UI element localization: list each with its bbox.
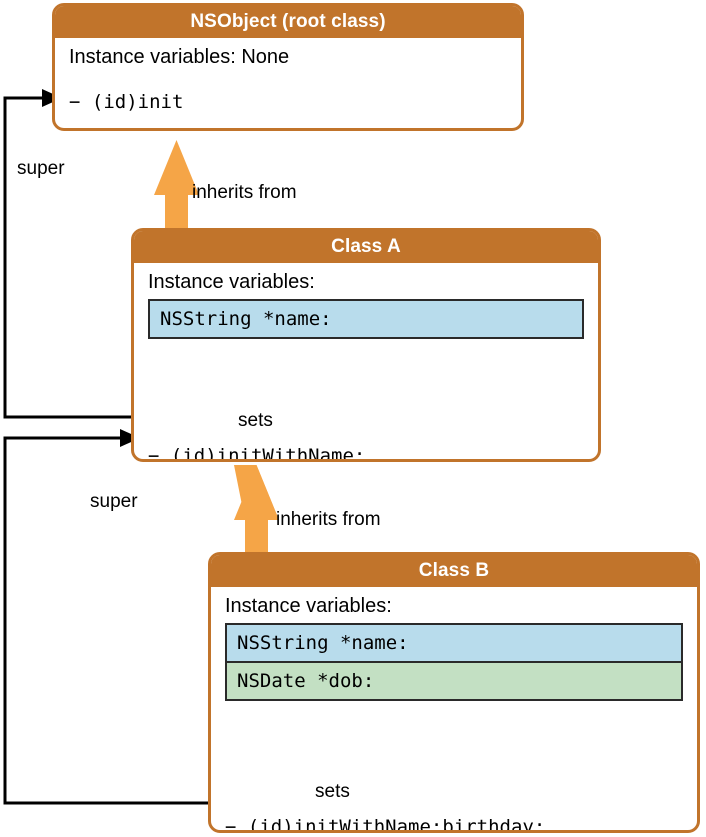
super-connector-a-to-nsobject [3, 89, 138, 419]
method-nsobject-init[interactable]: − (id)init [69, 91, 184, 113]
class-box-class-b[interactable]: Class B Instance variables: NSString *na… [208, 552, 700, 833]
method-class-a-initwithname[interactable]: − (id)initWithName: [148, 445, 366, 462]
ivar-stack-class-a: NSString *name: [148, 299, 584, 339]
ivars-label-nsobject: Instance variables: None [69, 46, 290, 68]
edge-label-inherits-b-to-a: inherits from [276, 509, 381, 530]
ivar-row-class-b-name[interactable]: NSString *name: [227, 625, 681, 661]
method-class-b-initwithnamebirthday[interactable]: − (id)initWithName:birthday: [225, 816, 546, 833]
sets-label-class-b: sets [315, 781, 350, 802]
edge-label-inherits-a-to-nsobject: inherits from [192, 182, 297, 203]
ivars-label-class-b: Instance variables: [225, 595, 392, 617]
sets-label-class-a: sets [238, 410, 273, 431]
class-body-class-b: Instance variables: NSString *name: NSDa… [211, 587, 697, 830]
ivars-label-class-a: Instance variables: [148, 271, 315, 293]
class-body-class-a: Instance variables: NSString *name: sets… [134, 263, 598, 459]
class-box-nsobject[interactable]: NSObject (root class) Instance variables… [52, 3, 524, 131]
ivar-row-class-a-name[interactable]: NSString *name: [150, 301, 582, 337]
ivar-stack-class-b: NSString *name: NSDate *dob: [225, 623, 683, 701]
class-title-class-b: Class B [211, 555, 697, 587]
class-title-class-a: Class A [134, 231, 598, 263]
class-box-class-a[interactable]: Class A Instance variables: NSString *na… [131, 228, 601, 462]
class-body-nsobject: Instance variables: None − (id)init [55, 38, 521, 113]
ivar-row-class-b-dob[interactable]: NSDate *dob: [227, 661, 681, 699]
inherits-arrow-b-to-a [234, 465, 279, 553]
class-title-nsobject: NSObject (root class) [55, 6, 521, 38]
super-connector-b-to-a [3, 429, 215, 805]
edge-label-super-a-to-nsobject: super [17, 158, 65, 179]
edge-label-super-b-to-a: super [90, 491, 138, 512]
